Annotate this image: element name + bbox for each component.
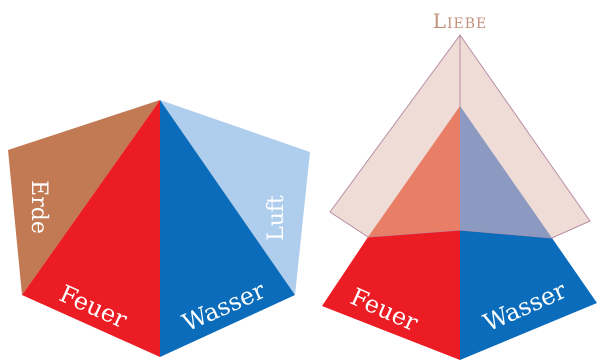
luft-label: Luft [264, 195, 289, 241]
right-pyramid: Liebe Feuer Wasser [322, 9, 597, 360]
luft-face [160, 100, 310, 295]
liebe-title: Liebe [433, 9, 488, 33]
inner-fire-face [368, 106, 460, 237]
inner-water-face [460, 106, 552, 238]
erde-face [8, 100, 160, 295]
left-pyramid: Erde Luft Feuer Wasser [8, 100, 310, 357]
erde-label: Erde [26, 180, 51, 234]
wasser-face [160, 100, 295, 357]
feuer-face [22, 100, 160, 357]
